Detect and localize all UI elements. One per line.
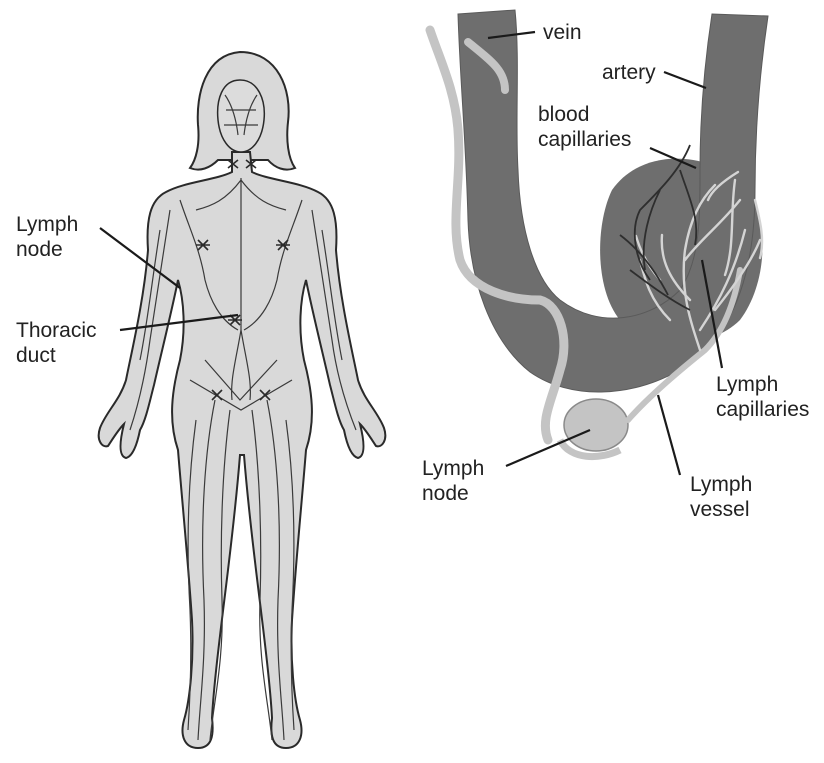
label-lymph-capillaries-line2: capillaries [716,397,809,422]
label-artery: artery [602,60,656,85]
leader-lymph-vessel [658,395,680,475]
label-blood-capillaries-line2: capillaries [538,127,631,152]
label-lymph-vessel-line2: vessel [690,497,752,522]
lymph-node-oval [564,399,628,451]
label-lymph-node-body: Lymph node [16,212,78,262]
label-lymph-capillaries-line1: Lymph [716,372,809,397]
label-artery-text: artery [602,60,656,85]
label-blood-capillaries: blood capillaries [538,102,631,152]
face [218,80,265,152]
label-blood-capillaries-line1: blood [538,102,631,127]
label-lymph-node-detail-line2: node [422,481,484,506]
label-lymph-node-detail-line1: Lymph [422,456,484,481]
label-lymph-node-body-line1: Lymph [16,212,78,237]
label-lymph-node-detail: Lymph node [422,456,484,506]
label-thoracic-duct: Thoracic duct [16,318,97,368]
label-lymph-vessel: Lymph vessel [690,472,752,522]
label-lymph-vessel-line1: Lymph [690,472,752,497]
label-thoracic-duct-line2: duct [16,343,97,368]
human-body-figure [99,52,386,748]
label-lymph-node-body-line2: node [16,237,78,262]
label-vein-text: vein [543,20,582,45]
label-lymph-capillaries: Lymph capillaries [716,372,809,422]
body-silhouette [99,152,386,748]
label-vein: vein [543,20,582,45]
leader-artery [664,72,706,88]
label-thoracic-duct-line1: Thoracic [16,318,97,343]
